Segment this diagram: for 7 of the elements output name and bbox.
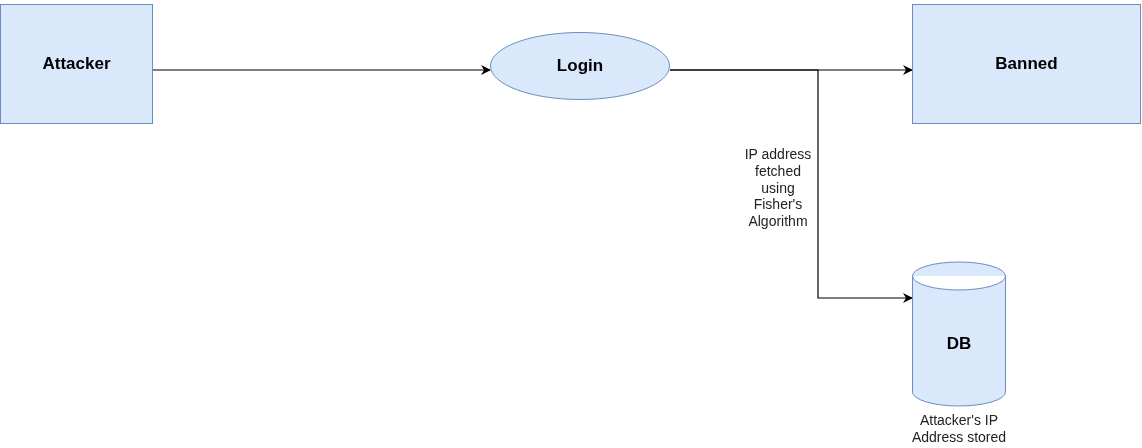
node-label: DB bbox=[946, 334, 972, 354]
arrow bbox=[152, 65, 491, 75]
node-caption: Attacker's IP Address stored bbox=[910, 412, 1008, 446]
node-label: Banned bbox=[995, 54, 1058, 74]
arrow bbox=[669, 69, 913, 303]
node-label: Attacker bbox=[42, 54, 111, 74]
node-label: Login bbox=[556, 56, 604, 76]
